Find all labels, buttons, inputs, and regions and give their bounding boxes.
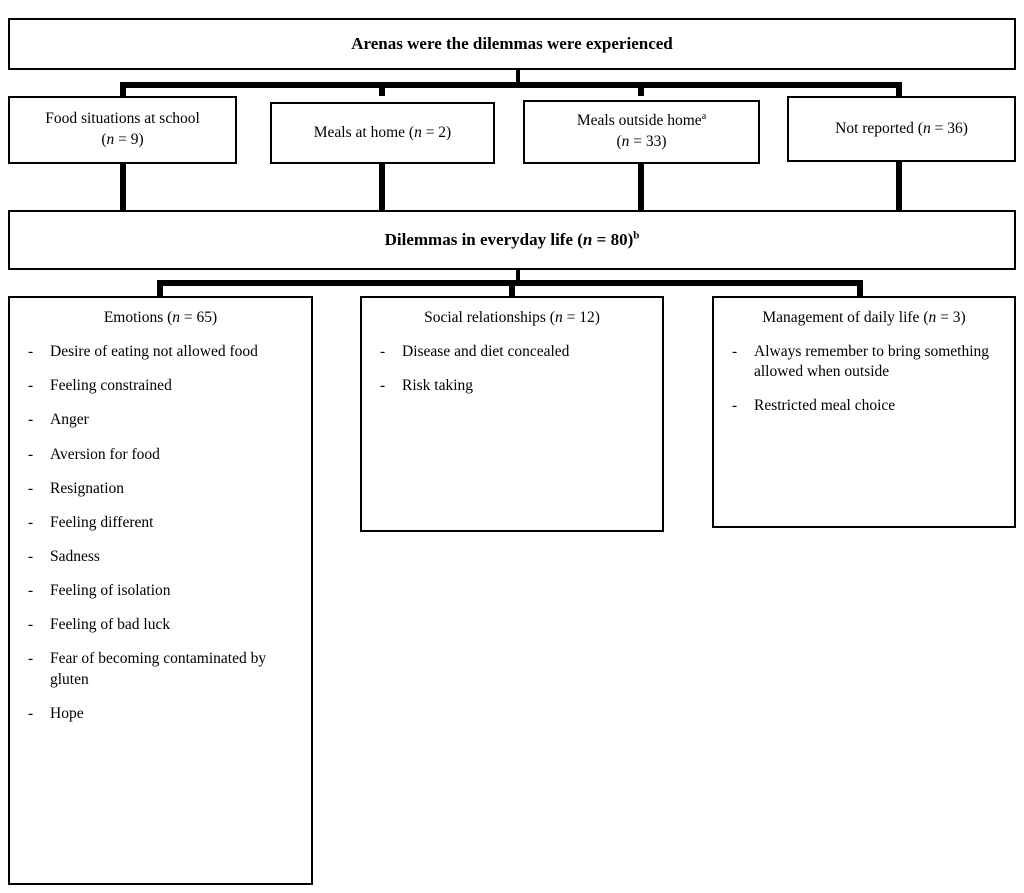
list-item: -Anger [28, 410, 299, 430]
bullet-dash: - [28, 582, 34, 600]
category-box-management-of-daily-life: Management of daily life (n = 3) -Always… [712, 296, 1016, 528]
arena-count-text: (n = 9) [101, 131, 144, 148]
list-item: -Always remember to bring something allo… [732, 342, 1002, 382]
list-item-text: Feeling of bad luck [50, 616, 171, 634]
connector-arena-3-down [638, 82, 644, 96]
footnote-marker-a: a [701, 110, 707, 122]
arena-box-not-reported: Not reported (n = 36) [787, 96, 1016, 162]
connector-category-3-down [857, 280, 863, 296]
arena-box-meals-outside-home: Meals outside homea (n = 33) [523, 100, 760, 164]
bullet-dash: - [28, 411, 34, 429]
connector-arena-1-to-middle [120, 164, 126, 210]
list-item-text: Sadness [50, 547, 100, 565]
bullet-dash: - [28, 616, 34, 634]
footnote-marker-b: b [633, 229, 640, 242]
connector-arena-4-to-middle [896, 162, 902, 210]
category-item-list: -Desire of eating not allowed food -Feel… [18, 342, 303, 724]
arena-box-label: Food situations at school (n = 9) [39, 109, 206, 151]
bullet-dash: - [28, 343, 34, 361]
bullet-dash: - [732, 343, 738, 361]
connector-arena-2-down [379, 82, 385, 96]
bullet-dash: - [28, 547, 34, 565]
list-item-text: Always remember to bring something allow… [754, 343, 990, 381]
list-item-text: Desire of eating not allowed food [50, 343, 258, 361]
category-box-emotions: Emotions (n = 65) -Desire of eating not … [8, 296, 313, 885]
list-item: -Desire of eating not allowed food [28, 342, 299, 362]
list-item: -Disease and diet concealed [380, 342, 650, 362]
bullet-dash: - [732, 397, 738, 415]
connector-arena-3-to-middle [638, 164, 644, 210]
list-item: -Sadness [28, 547, 299, 567]
arena-label-text: Meals outside home [576, 112, 702, 130]
list-item: -Aversion for food [28, 445, 299, 465]
bullet-dash: - [28, 445, 34, 463]
arena-count-text: (n = 33) [616, 133, 667, 150]
list-item-text: Feeling different [50, 513, 154, 531]
category-item-list: -Disease and diet concealed -Risk taking [370, 342, 654, 396]
category-title: Social relationships (n = 12) [424, 309, 600, 326]
connector-category-1-down [157, 280, 163, 296]
list-item: -Risk taking [380, 376, 650, 396]
list-item: -Feeling of isolation [28, 581, 299, 601]
arena-label-text: Meals at home (n = 2) [313, 123, 452, 141]
bullet-dash: - [380, 377, 386, 395]
list-item: -Hope [28, 704, 299, 724]
connector-arenas-bus [120, 82, 902, 88]
list-item-text: Anger [50, 411, 89, 429]
category-title: Management of daily life (n = 3) [762, 309, 966, 326]
arena-box-label: Meals at home (n = 2) [308, 123, 457, 144]
arena-label-text: Not reported (n = 36) [835, 119, 968, 137]
connector-arena-4-down [896, 82, 902, 96]
list-item: -Feeling different [28, 513, 299, 533]
category-box-social-relationships: Social relationships (n = 12) -Disease a… [360, 296, 664, 532]
connector-category-2-down [509, 280, 515, 296]
header-box: Arenas were the dilemmas were experience… [8, 18, 1016, 70]
list-item-text: Aversion for food [50, 445, 160, 463]
arena-box-label: Not reported (n = 36) [829, 119, 974, 140]
middle-box: Dilemmas in everyday life (n = 80)b [8, 210, 1016, 270]
arena-box-meals-at-home: Meals at home (n = 2) [270, 102, 495, 164]
list-item: -Resignation [28, 479, 299, 499]
bullet-dash: - [28, 479, 34, 497]
list-item-text: Restricted meal choice [754, 397, 896, 415]
arena-label-text: Food situations at school [45, 110, 200, 128]
bullet-dash: - [28, 513, 34, 531]
bullet-dash: - [28, 377, 34, 395]
list-item: -Restricted meal choice [732, 396, 1002, 416]
arena-box-food-situations-at-school: Food situations at school (n = 9) [8, 96, 237, 164]
category-item-list: -Always remember to bring something allo… [722, 342, 1006, 416]
connector-arena-2-to-middle [379, 164, 385, 210]
list-item-text: Hope [50, 704, 84, 722]
bullet-dash: - [380, 343, 386, 361]
arena-box-label: Meals outside homea (n = 33) [571, 111, 712, 153]
header-title: Arenas were the dilemmas were experience… [351, 34, 673, 54]
bullet-dash: - [28, 650, 34, 668]
category-title: Emotions (n = 65) [103, 309, 218, 326]
list-item-text: Fear of becoming contaminated by gluten [50, 650, 267, 688]
connector-middle-stub [516, 270, 520, 282]
middle-title: Dilemmas in everyday life (n = 80)b [384, 229, 640, 250]
list-item-text: Disease and diet concealed [402, 343, 570, 361]
list-item-text: Risk taking [402, 377, 474, 395]
list-item-text: Feeling of isolation [50, 582, 171, 600]
connector-arena-1-down [120, 82, 126, 96]
list-item-text: Feeling constrained [50, 377, 172, 395]
list-item-text: Resignation [50, 479, 125, 497]
list-item: -Fear of becoming contaminated by gluten [28, 649, 299, 689]
connector-header-stub [516, 70, 520, 84]
bullet-dash: - [28, 704, 34, 722]
list-item: -Feeling of bad luck [28, 615, 299, 635]
list-item: -Feeling constrained [28, 376, 299, 396]
